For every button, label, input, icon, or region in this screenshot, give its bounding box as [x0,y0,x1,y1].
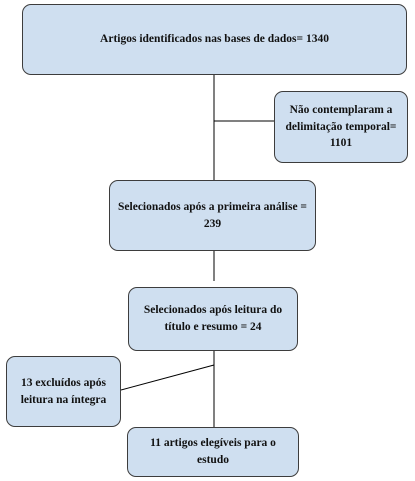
box-title-abstract-text: Selecionados após leitura do título e re… [143,304,283,333]
box-excluded-full: 13 excluídos após leitura na íntegra [6,356,121,427]
box-identified: Artigos identificados nas bases de dados… [22,4,407,75]
box-identified-text: Artigos identificados nas bases de dados… [100,33,329,46]
connector-branch-excluded [120,364,215,391]
box-excluded-temporal-text: Não contemplaram a delimitação temporal=… [285,103,397,150]
box-excluded-full-text: 13 excluídos após leitura na íntegra [20,376,107,406]
box-excluded-temporal: Não contemplaram a delimitação temporal=… [274,91,408,163]
box-first-analysis-text: Selecionados após a primeira análise = 2… [118,200,307,230]
box-first-analysis: Selecionados após a primeira análise = 2… [109,180,316,251]
box-eligible: 11 artigos elegíveis para o estudo [127,427,299,477]
box-title-abstract: Selecionados após leitura do título e re… [128,287,298,351]
box-eligible-text: 11 artigos elegíveis para o estudo [150,437,276,466]
